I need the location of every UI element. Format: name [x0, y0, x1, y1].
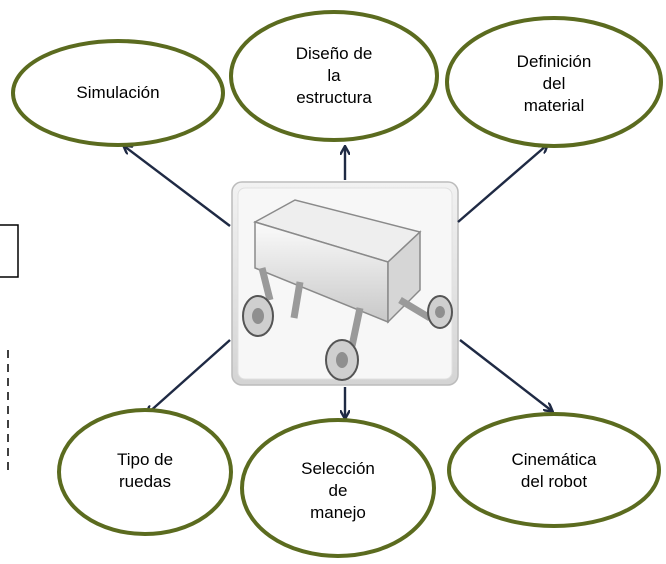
arrow-to-cinematica-robot	[459, 339, 552, 411]
partial-box-left	[0, 224, 19, 278]
ellipse-seleccion-manejo	[240, 418, 436, 558]
ellipse-cinematica-robot	[447, 412, 661, 528]
label-definicion-material: Definición del material	[516, 52, 592, 115]
arrow-to-tipo-ruedas	[147, 339, 231, 414]
label-simulacion: Simulación	[76, 83, 160, 102]
ellipse-simulacion	[11, 39, 225, 147]
arrows	[124, 145, 552, 418]
robot-chassis-render-icon	[242, 199, 453, 381]
node-ellipses	[11, 10, 663, 558]
ellipse-diseno-estructura	[229, 10, 439, 142]
robot-image	[231, 181, 459, 386]
label-diseno-estructura: Diseño de la estructura	[295, 44, 373, 107]
ellipse-definicion-material	[445, 16, 663, 148]
label-cinematica-robot: Cinemática del robot	[511, 450, 597, 491]
ellipse-tipo-ruedas	[57, 408, 233, 536]
label-tipo-ruedas: Tipo de ruedas	[116, 450, 174, 491]
arrow-to-simulacion	[124, 146, 231, 227]
arrow-to-definicion-material	[457, 145, 547, 223]
label-seleccion-manejo: Selección de manejo	[301, 459, 375, 522]
